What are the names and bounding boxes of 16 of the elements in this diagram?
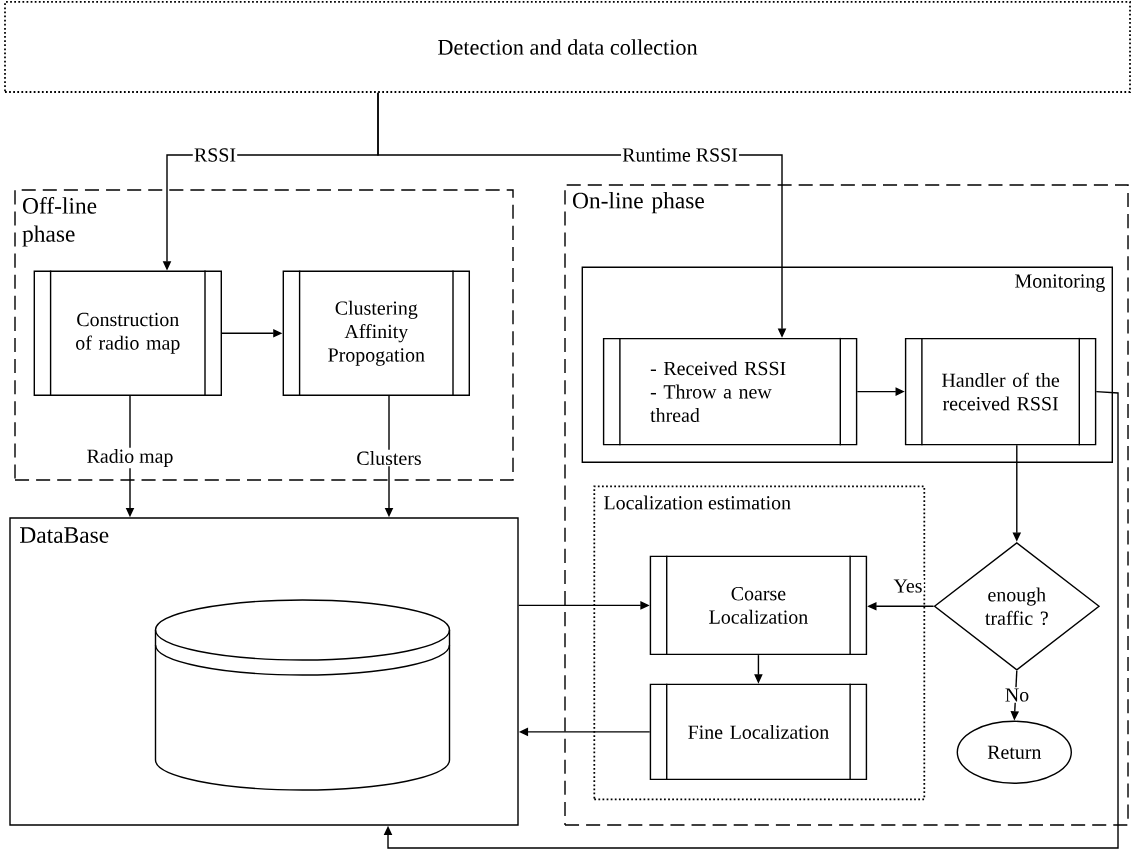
edge-label: No — [1003, 687, 1031, 703]
edge-label: RSSI — [192, 147, 238, 163]
header-box: Detection and data collection — [4, 1, 1131, 93]
arrow — [383, 390, 1119, 849]
database-cylinder-drawing — [154, 599, 451, 791]
process-box: Handler of the received RSSI — [904, 337, 1097, 446]
process-box: Clustering Affinity Propogation — [282, 269, 470, 397]
edge-label: Runtime RSSI — [621, 147, 739, 163]
edge-label: Radio map — [85, 447, 175, 469]
edge-label: Yes — [892, 578, 924, 594]
database-box: DataBase — [9, 517, 519, 826]
process-box: Construction of radio map — [33, 269, 222, 397]
process-box: Fine Localization — [649, 683, 868, 781]
edge-label: Clusters — [355, 449, 423, 467]
process-box: Coarse Localization — [649, 555, 868, 656]
process-box: - Received RSSI - Throw a new thread — [602, 337, 858, 446]
